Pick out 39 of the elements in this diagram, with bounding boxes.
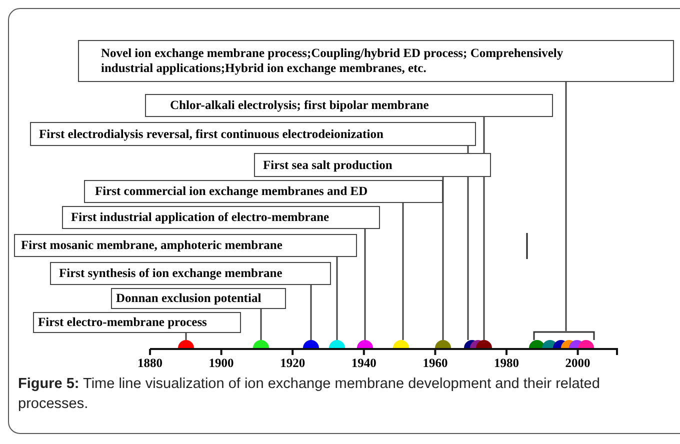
event-box: First synthesis of ion exchange membrane — [50, 262, 331, 285]
timeline-marker — [253, 340, 269, 348]
timeline-marker — [303, 340, 319, 348]
event-box: First commercial ion exchange membranes and ED — [84, 180, 443, 203]
event-box: First electro-membrane process — [33, 312, 241, 333]
leader-line — [336, 257, 338, 340]
axis-year-label: 2000 — [564, 356, 592, 371]
event-box: First electrodialysis reversal, first continuous electrodeionization — [30, 122, 476, 146]
timeline-marker — [357, 340, 373, 348]
axis-year-label: 1900 — [208, 356, 235, 371]
timeline-marker — [578, 340, 594, 348]
event-box: Chlor-alkali electrolysis; first bipolar membrane — [145, 94, 553, 117]
event-box: First industrial application of electro-membrane — [62, 206, 380, 229]
figure-caption: Figure 5: Time line visualization of ion exchange membrane development and their related processes. — [18, 375, 601, 414]
leader-line — [565, 82, 567, 331]
leader-line — [402, 203, 404, 340]
leader-line — [260, 309, 262, 340]
leader-line — [185, 333, 187, 340]
bracket — [533, 331, 595, 340]
timeline-marker — [329, 340, 345, 348]
axis-year-label: 1960 — [422, 356, 449, 371]
leader-line — [310, 285, 312, 340]
axis-year-label: 1980 — [493, 356, 520, 371]
timeline-marker — [178, 340, 194, 348]
leader-line — [364, 229, 366, 340]
timeline-marker — [476, 340, 492, 348]
axis-year-label: 1920 — [279, 356, 306, 371]
event-box: First mosanic membrane, amphoteric membrane — [14, 234, 357, 257]
timeline-marker — [435, 340, 451, 348]
leader-line — [483, 117, 485, 340]
axis-year-label: 1880 — [136, 356, 164, 371]
timeline-marker — [393, 340, 409, 348]
leader-line — [442, 177, 444, 340]
event-box: Novel ion exchange membrane process;Coupling/hybrid ED process; Comprehensively industrial applications;Hybrid ion exchange membranes, etc. — [78, 40, 674, 82]
event-box: First sea salt production — [254, 153, 491, 177]
event-box: Donnan exclusion potential — [111, 288, 286, 309]
timeline-marker — [529, 340, 545, 348]
axis-year-label: 1940 — [350, 356, 378, 371]
leader-line — [467, 146, 469, 340]
